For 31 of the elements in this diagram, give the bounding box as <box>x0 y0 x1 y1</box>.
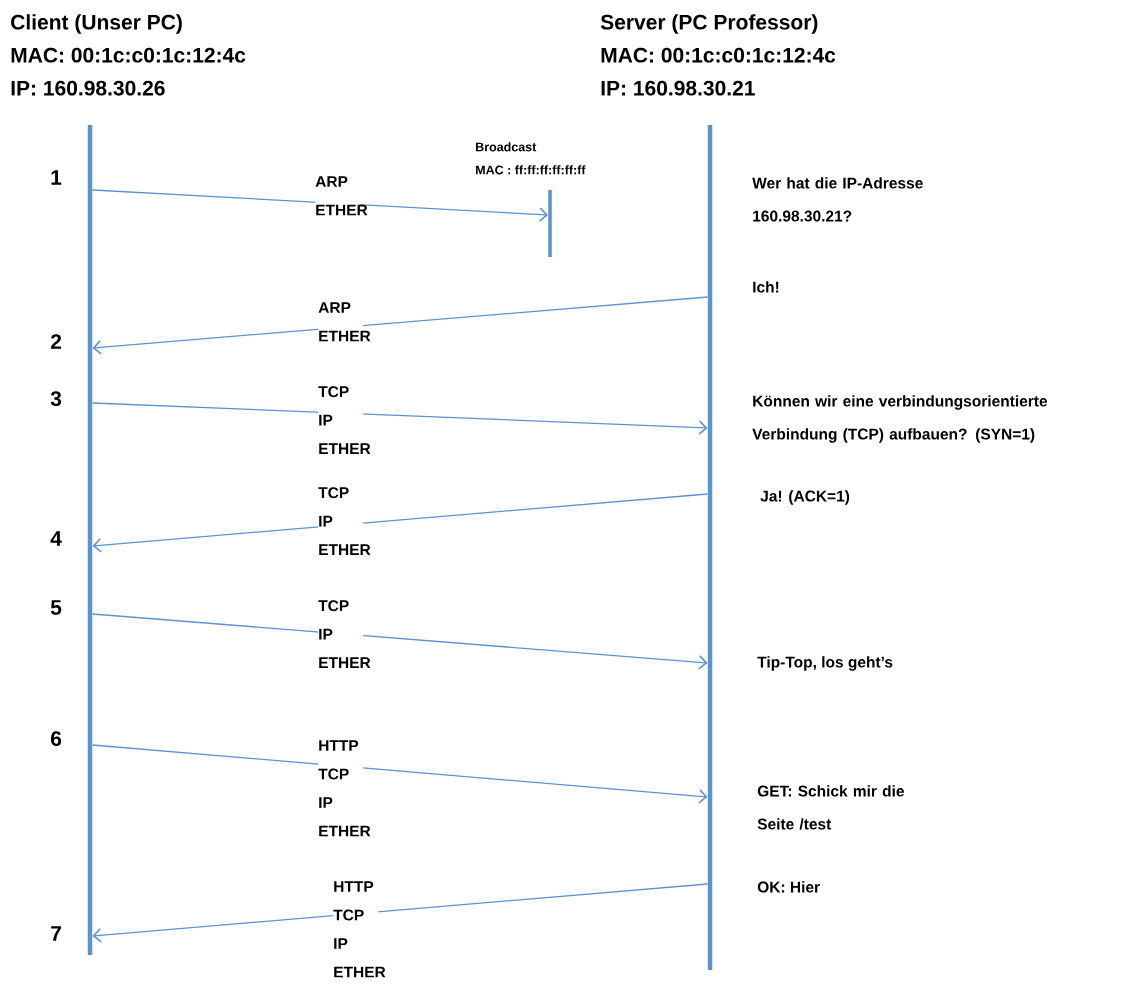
step-number: 6 <box>51 731 62 747</box>
arrow <box>92 493 709 553</box>
protocol-stack: TCP IP ETHER <box>318 386 371 454</box>
participant-heading: Server (PC Professor) MAC: 00:1c:c0:1c:12:4c IP: 160.98.30.21 <box>600 14 836 96</box>
note-text: Wer hat die IP-Adresse 160.98.30.21? <box>752 177 923 222</box>
step-number: 3 <box>50 391 62 407</box>
protocol-stack: ARP ETHER <box>315 176 368 216</box>
step-number: 4 <box>50 531 62 546</box>
note-text: Ja! (ACK=1) <box>760 490 850 505</box>
protocol-stack: HTTP TCP IP ETHER <box>333 881 386 978</box>
note-text: Können wir eine verbindungsorientierte Verbindung (TCP) aufbauen? (SYN=1) <box>752 395 1048 443</box>
arrow <box>91 613 708 670</box>
participant-heading: Broadcast MAC : ff:ff:ff:ff:ff:ff <box>476 142 586 175</box>
participant-heading: Client (Unser PC) MAC: 00:1c:c0:1c:12:4c IP: 160.98.30.26 <box>11 14 246 96</box>
protocol-stack: HTTP TCP IP ETHER <box>318 740 371 837</box>
arrow <box>92 296 709 355</box>
arrow <box>91 189 549 222</box>
note-text: Ich! <box>753 281 779 293</box>
arrow <box>92 883 709 943</box>
protocol-stack: TCP IP ETHER <box>318 600 371 668</box>
arrow <box>91 402 708 435</box>
step-number: 1 <box>51 170 62 185</box>
step-number: 7 <box>51 926 61 941</box>
protocol-stack: ARP ETHER <box>318 302 371 342</box>
step-number: 2 <box>50 334 62 349</box>
step-number: 5 <box>50 600 62 615</box>
note-text: Tip-Top, los geht’s <box>757 656 893 671</box>
note-text: OK: Hier <box>757 881 820 893</box>
protocol-stack: TCP IP ETHER <box>318 487 371 555</box>
note-text: GET: Schick mir die Seite /test <box>757 785 904 830</box>
arrow <box>91 744 708 804</box>
